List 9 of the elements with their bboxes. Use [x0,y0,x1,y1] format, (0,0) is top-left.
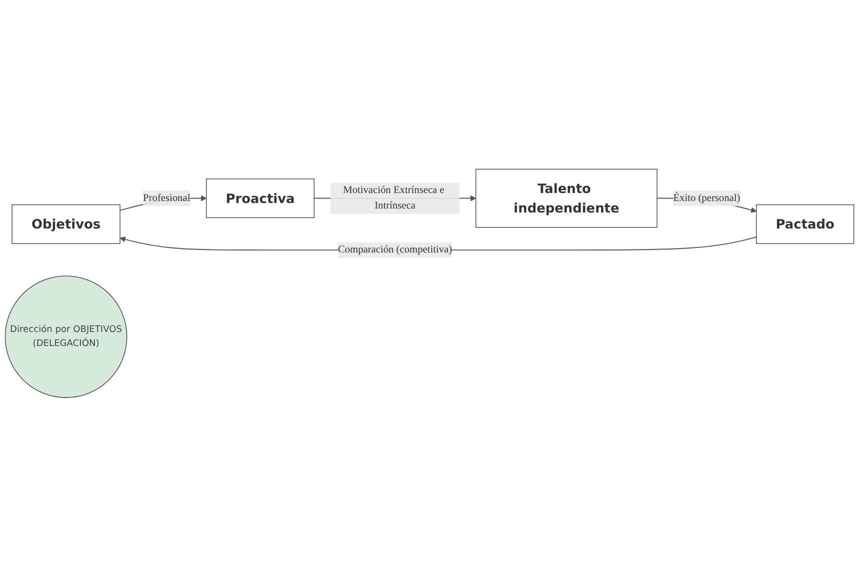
edge-label: Éxito (personal) [673,192,740,204]
edge-label: Motivación Extrínseca e Intrínseca [343,184,444,211]
edge-label: Profesional [143,192,190,204]
node-circle: Dirección por OBJETIVOS (DELEGACIÓN) [4,275,128,398]
node-box: Proactiva [206,178,314,218]
node-box: Talento independiente [476,168,658,228]
edge-label: Comparación (competitiva) [338,244,452,255]
node-box: Objetivos [12,204,120,244]
node-box: Pactado [756,204,854,244]
